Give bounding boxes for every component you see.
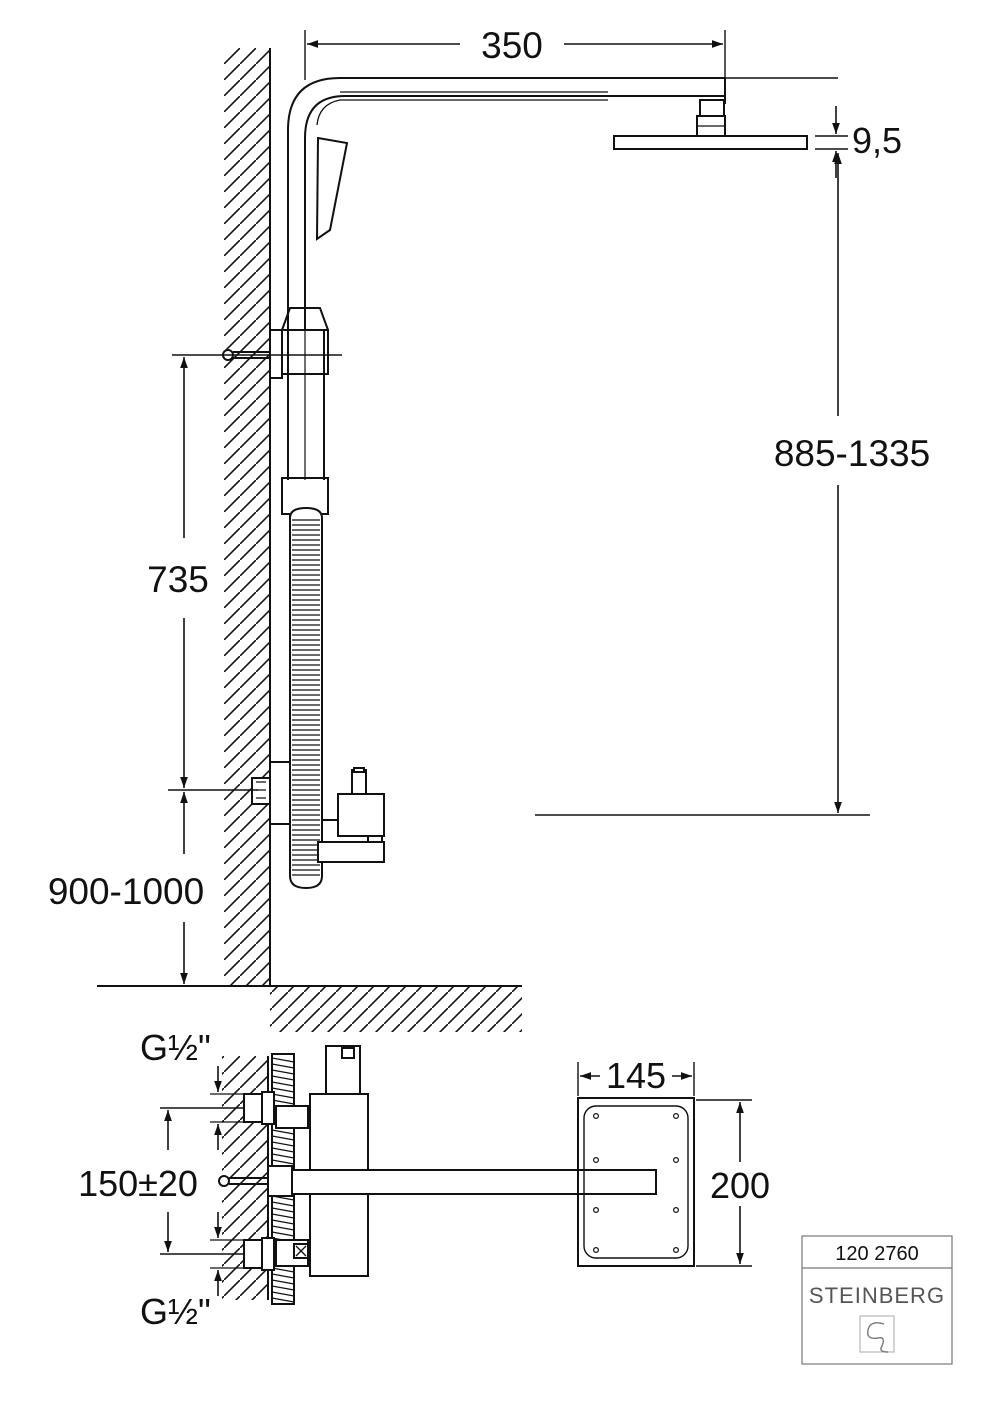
- brand-name: STEINBERG: [809, 1283, 945, 1308]
- dimension-200: 200: [696, 1099, 770, 1267]
- dimension-900-1000-label: 900-1000: [48, 871, 204, 912]
- thermostat-mixer-side: [251, 761, 385, 863]
- floor-section: [97, 985, 522, 1032]
- title-block: 120 2760 STEINBERG: [801, 1235, 953, 1365]
- dimension-885-1335: 885-1335: [535, 153, 930, 816]
- thermostat-mixer-top: [218, 1045, 657, 1305]
- dimension-145-label: 145: [606, 1055, 666, 1096]
- dimension-145: 145: [577, 1055, 695, 1096]
- article-number: 120 2760: [835, 1243, 918, 1265]
- wall-plate: [577, 1097, 695, 1267]
- dimension-350: 350: [304, 25, 726, 80]
- dimension-9-5-label: 9,5: [852, 120, 902, 161]
- rain-shower-head: [613, 135, 808, 150]
- wall-section: [224, 48, 271, 986]
- dimension-9-5: 9,5: [815, 106, 902, 178]
- dimension-150-20-label: 150±20: [78, 1163, 198, 1204]
- dimension-900-1000: 900-1000: [48, 792, 204, 984]
- dimension-735-label: 735: [147, 559, 209, 600]
- dimension-g-half-bottom: G½": [140, 1212, 244, 1332]
- dimension-735: 735: [147, 354, 342, 791]
- dimension-200-label: 200: [710, 1165, 770, 1206]
- dimension-885-1335-label: 885-1335: [774, 433, 930, 474]
- thread-bottom-label: G½": [140, 1291, 211, 1332]
- shower-hose: [289, 506, 323, 890]
- dimension-150-20: 150±20: [78, 1107, 244, 1255]
- dimension-350-label: 350: [481, 25, 543, 66]
- thread-top-label: G½": [140, 1027, 211, 1068]
- dimension-g-half-top: G½": [140, 1027, 244, 1150]
- brand-logo: [859, 1315, 895, 1353]
